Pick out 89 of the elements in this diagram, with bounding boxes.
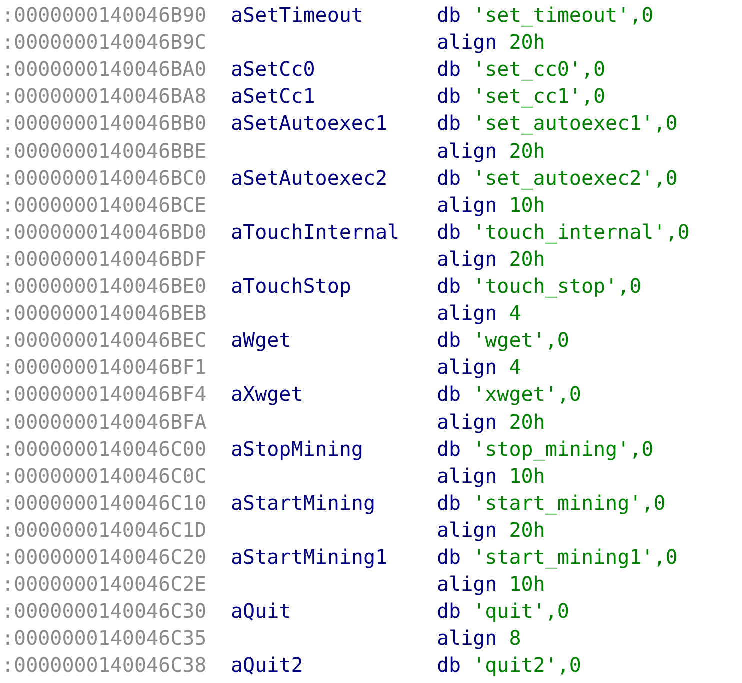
address-label: :0000000140046BF1	[2, 355, 207, 380]
operand-text: 'quit',0	[473, 599, 570, 624]
directive-keyword: db	[437, 57, 462, 82]
directive-keyword: db	[437, 3, 462, 27]
operand-text: 'set_cc0',0	[473, 57, 606, 82]
address-label: :0000000140046B90	[2, 3, 207, 27]
symbol-name: aSetCc1	[231, 84, 316, 108]
address-label: :0000000140046BC0	[2, 166, 207, 190]
directive-keyword: db	[437, 84, 462, 108]
operand-text: 'touch_stop',0	[473, 274, 642, 298]
symbol-name: aTouchInternal	[231, 220, 400, 244]
address-label: :0000000140046BEC	[2, 328, 207, 352]
operand-text: 'xwget',0	[473, 382, 582, 406]
operand-text: 'quit2',0	[473, 653, 582, 678]
address-label: :0000000140046BDF	[2, 246, 207, 271]
directive-keyword: db	[437, 545, 462, 569]
address-label: :0000000140046C35	[2, 626, 207, 650]
directive-keyword: db	[437, 436, 462, 461]
directive-keyword: db	[437, 111, 462, 136]
address-label: :0000000140046BBE	[2, 138, 207, 162]
symbol-name: aStartMining	[231, 490, 376, 515]
operand-text: 20h	[509, 138, 546, 162]
symbol-name: aSetCc0	[231, 57, 316, 82]
address-label: :0000000140046BCE	[2, 192, 207, 217]
address-label: :0000000140046BD0	[2, 220, 207, 244]
operand-text: 'touch_internal',0	[473, 220, 690, 244]
symbol-name: aWget	[231, 328, 292, 352]
address-label: :0000000140046C00	[2, 436, 207, 461]
operand-text: 4	[509, 301, 522, 326]
directive-keyword: align	[437, 572, 498, 596]
directive-keyword: db	[437, 274, 462, 298]
operand-text: 20h	[509, 410, 546, 434]
symbol-name: aSetAutoexec1	[231, 111, 388, 136]
operand-text: 4	[509, 355, 522, 380]
operand-text: 'wget',0	[473, 328, 570, 352]
symbol-name: aSetTimeout	[231, 3, 364, 27]
operand-text: 10h	[509, 192, 546, 217]
symbol-name: aQuit2	[231, 653, 304, 678]
operand-text: 'start_mining',0	[473, 490, 666, 515]
address-label: :0000000140046C38	[2, 653, 207, 678]
address-label: :0000000140046BEB	[2, 301, 207, 326]
operand-text: 'set_autoexec1',0	[473, 111, 678, 136]
address-label: :0000000140046C30	[2, 599, 207, 624]
operand-text: 8	[509, 626, 522, 650]
directive-keyword: align	[437, 30, 498, 54]
symbol-name: aTouchStop	[231, 274, 352, 298]
directive-keyword: db	[437, 382, 462, 406]
address-label: :0000000140046B9C	[2, 30, 207, 54]
directive-keyword: align	[437, 192, 498, 217]
operand-text: 20h	[509, 518, 546, 542]
address-label: :0000000140046BA0	[2, 57, 207, 82]
address-label: :0000000140046BE0	[2, 274, 207, 298]
operand-text: 'set_autoexec2',0	[473, 166, 678, 190]
symbol-name: aStopMining	[231, 436, 364, 461]
operand-text: 20h	[509, 246, 546, 271]
directive-keyword: align	[437, 410, 498, 434]
directive-keyword: align	[437, 626, 498, 650]
operand-text: 10h	[509, 464, 546, 488]
address-label: :0000000140046BB0	[2, 111, 207, 136]
address-label: :0000000140046BF4	[2, 382, 207, 406]
address-label: :0000000140046C20	[2, 545, 207, 569]
address-label: :0000000140046BA8	[2, 84, 207, 108]
address-label: :0000000140046C10	[2, 490, 207, 515]
operand-text: 'set_cc1',0	[473, 84, 606, 108]
directive-keyword: db	[437, 220, 462, 244]
symbol-name: aStartMining1	[231, 545, 388, 569]
directive-keyword: db	[437, 490, 462, 515]
operand-text: 'stop_mining',0	[473, 436, 654, 461]
operand-text: 'set_timeout',0	[473, 3, 654, 27]
symbol-name: aXwget	[231, 382, 304, 406]
directive-keyword: align	[437, 138, 498, 162]
operand-text: 10h	[509, 572, 546, 596]
address-label: :0000000140046C1D	[2, 518, 207, 542]
symbol-name: aQuit	[231, 599, 292, 624]
operand-text: 'start_mining1',0	[473, 545, 678, 569]
directive-keyword: align	[437, 518, 498, 542]
address-label: :0000000140046C0C	[2, 464, 207, 488]
address-label: :0000000140046BFA	[2, 410, 207, 434]
directive-keyword: db	[437, 653, 462, 678]
directive-keyword: db	[437, 166, 462, 190]
directive-keyword: align	[437, 464, 498, 488]
operand-text: 20h	[509, 30, 546, 54]
directive-keyword: align	[437, 246, 498, 271]
directive-keyword: db	[437, 328, 462, 352]
symbol-name: aSetAutoexec2	[231, 166, 388, 190]
directive-keyword: align	[437, 355, 498, 380]
directive-keyword: db	[437, 599, 462, 624]
address-label: :0000000140046C2E	[2, 572, 207, 596]
directive-keyword: align	[437, 301, 498, 326]
